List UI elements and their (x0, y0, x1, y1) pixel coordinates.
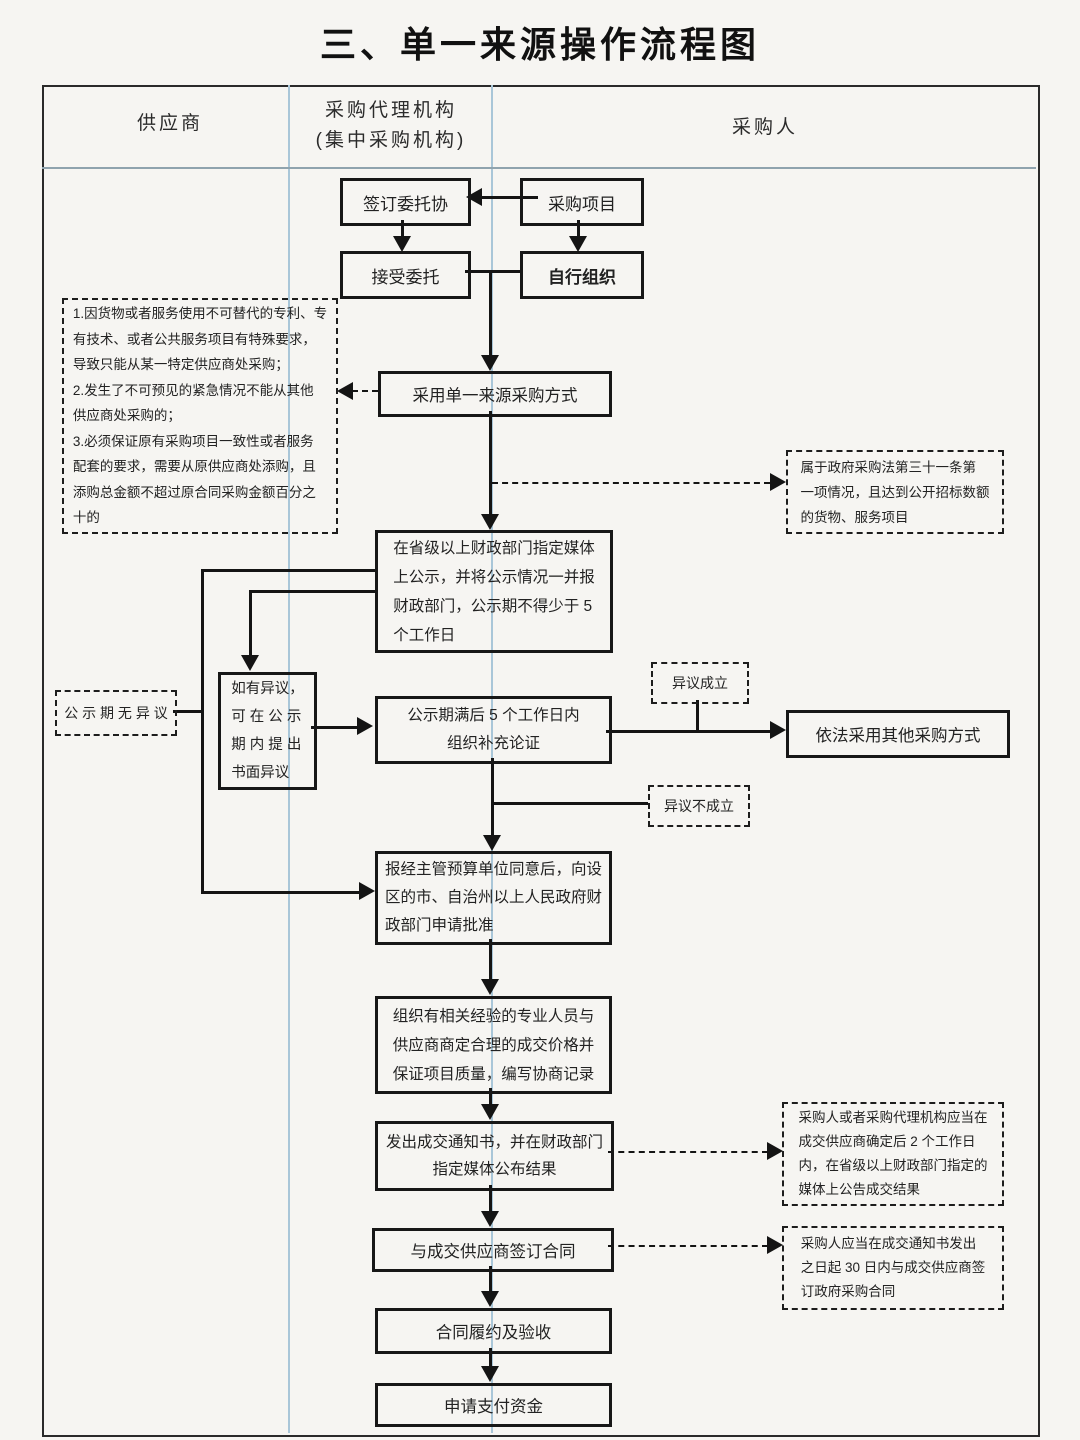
arrowhead-down-notice (481, 1104, 499, 1120)
connector-performance-to-payment (489, 1348, 492, 1368)
node-objection-submit: 如有异议， 可 在 公 示 期 内 提 出 书面异议 (218, 672, 317, 790)
connector-approval-to-negotiation (489, 939, 492, 981)
connector-project-to-self (577, 220, 580, 238)
arrowhead-right-approval (359, 882, 375, 900)
node-self-organize: 自行组织 (520, 251, 644, 299)
annotation-law-condition: 属于政府采购法第三十一条第 一项情况，且达到公开招标数额 的货物、服务项目 (786, 450, 1004, 534)
node-adopt-single-source: 采用单一来源采购方式 (378, 371, 612, 417)
node-contract-performance: 合同履约及验收 (375, 1308, 612, 1354)
connector-project-to-sign (479, 196, 538, 199)
connector-dashed-30days (608, 1245, 768, 1247)
node-accept-entrustment: 接受委托 (340, 251, 471, 299)
arrowhead-down-negotiation (481, 979, 499, 995)
annotation-objection-valid: 异议成立 (651, 662, 749, 704)
connector-dashed-announce (608, 1151, 768, 1153)
arrowhead-down-publicity (481, 514, 499, 530)
arrowhead-down-self (569, 236, 587, 252)
node-other-method: 依法采用其他采购方式 (786, 710, 1010, 758)
connector-down-objection (249, 590, 252, 657)
node-sign-contract: 与成交供应商签订合同 (372, 1228, 614, 1272)
connector-publicity-left-bottom (250, 590, 375, 593)
node-apply-approval: 报经主管预算单位同意后，向设 区的市、自治州以上人民政府财 政部门申请批准 (375, 851, 612, 945)
chart-frame (42, 85, 1040, 1437)
arrowhead-right-other (770, 721, 786, 739)
annotation-sign-within-30days: 采购人应当在成交通知书发出 之日起 30 日内与成交供应商签 订政府采购合同 (782, 1226, 1004, 1310)
arrowhead-right-law (770, 473, 786, 491)
arrowhead-down-contract (481, 1211, 499, 1227)
connector-adopt-to-publicity (489, 411, 492, 515)
connector-supplement-to-approval (491, 758, 494, 836)
arrowhead-left-conditions (337, 382, 353, 400)
arrowhead-down-payment (481, 1366, 499, 1382)
connector-supplement-to-other (606, 730, 770, 733)
node-sign-agreement: 签订委托协 (340, 178, 471, 226)
lane-header-agency: 采购代理机构 (集中采购机构) (296, 96, 486, 156)
annotation-objection-invalid: 异议不成立 (648, 785, 750, 827)
connector-sign-to-accept (401, 220, 404, 238)
arrowhead-right-30days (767, 1236, 783, 1254)
node-procurement-project: 采购项目 (520, 178, 644, 226)
connector-dashed-conditions (352, 390, 378, 392)
connector-objection-valid-join (696, 700, 699, 732)
connector-dashed-law (492, 482, 770, 484)
connector-objection-invalid-join (493, 802, 648, 805)
arrowhead-down-approval (483, 835, 501, 851)
node-issue-notice: 发出成交通知书，并在财政部门 指定媒体公布结果 (375, 1121, 614, 1191)
connector-left-to-approval (202, 891, 360, 894)
node-organize-negotiation: 组织有相关经验的专业人员与 供应商商定合理的成交价格并 保证项目质量，编写协商记… (375, 996, 612, 1094)
lane-header-supplier: 供应商 (136, 113, 203, 134)
annotation-announce-result: 采购人或者采购代理机构应当在 成交供应商确定后 2 个工作日 内，在省级以上财政… (782, 1102, 1004, 1206)
arrowhead-down-accept (393, 236, 411, 252)
connector-accept-self (465, 270, 520, 273)
connector-objection-to-supplement (311, 726, 358, 729)
arrowhead-right-announce (767, 1142, 783, 1160)
connector-noobjection-join (173, 710, 202, 713)
node-supplement-demonstration: 公示期满后 5 个工作日内 组织补充论证 (375, 696, 612, 764)
arrowhead-down-performance (481, 1291, 499, 1307)
node-apply-payment: 申请支付资金 (375, 1383, 612, 1427)
header-divider (42, 167, 1036, 169)
annotation-no-objection: 公 示 期 无 异 议 (55, 690, 177, 736)
arrowhead-right-supplement (357, 717, 373, 735)
connector-to-adopt (489, 272, 492, 357)
connector-notice-to-contract (489, 1185, 492, 1213)
connector-negotiation-to-notice (489, 1088, 492, 1106)
connector-left-vertical (201, 569, 204, 894)
page-title: 三、单一来源操作流程图 (319, 25, 760, 65)
lane-header-agency-line1: 采购代理机构 (324, 100, 457, 121)
connector-contract-to-performance (489, 1266, 492, 1293)
arrowhead-down-adopt (481, 355, 499, 371)
node-publicity: 在省级以上财政部门指定媒体 上公示，并将公示情况一并报 财政部门，公示期不得少于… (375, 530, 613, 653)
annotation-conditions: 1.因货物或者服务使用不可替代的专利、专 有技术、或者公共服务项目有特殊要求， … (62, 298, 338, 534)
lane-header-purchaser: 采购人 (731, 117, 798, 138)
lane-divider-left (288, 85, 290, 1433)
connector-publicity-left-top (202, 569, 375, 572)
arrowhead-down-objection (241, 655, 259, 671)
lane-header-agency-line2: (集中采购机构) (315, 130, 467, 151)
